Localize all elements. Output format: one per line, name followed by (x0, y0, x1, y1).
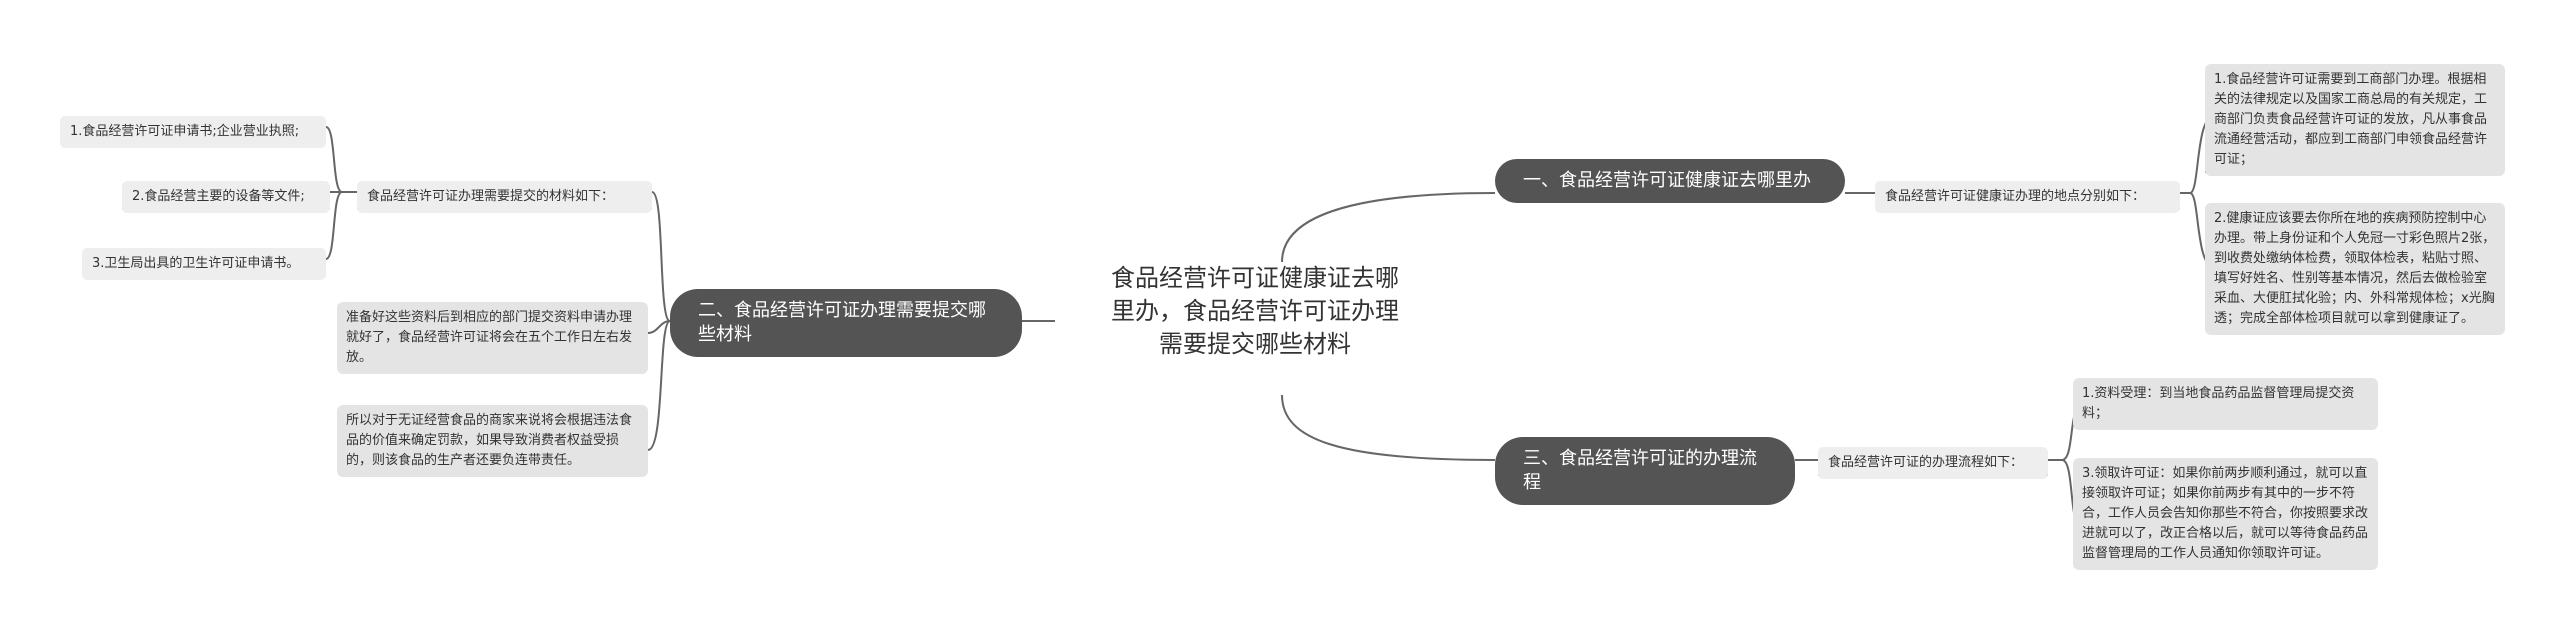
edge-branch2-note2 (647, 320, 671, 451)
edge-summary2-item1 (325, 126, 343, 193)
branch-2-node[interactable]: 二、食品经营许可证办理需要提交哪些材料 (670, 289, 1022, 357)
branch-3-item-2[interactable]: 3.领取许可证：如果你前两步顺利通过，就可以直接领取许可证；如果你前两步有其中的… (2073, 458, 2378, 570)
branch-2-item-1[interactable]: 1.食品经营许可证申请书;企业营业执照; (60, 116, 326, 148)
branch-2-note-1[interactable]: 准备好这些资料后到相应的部门提交资料申请办理就好了，食品经营许可证将会在五个工作… (337, 302, 648, 374)
branch-1-item-1[interactable]: 1.食品经营许可证需要到工商部门办理。根据相关的法律规定以及国家工商总局的有关规… (2205, 64, 2505, 176)
central-topic[interactable]: 食品经营许可证健康证去哪里办，食品经营许可证办理需要提交哪些材料 (1111, 264, 1399, 358)
branch-3-summary[interactable]: 食品经营许可证的办理流程如下： (1818, 447, 2048, 479)
branch-3-node[interactable]: 三、食品经营许可证的办理流程 (1495, 437, 1795, 505)
edge-branch2-summary (651, 191, 671, 322)
branch-2-summary[interactable]: 食品经营许可证办理需要提交的材料如下： (357, 181, 652, 213)
branch-2-item-2[interactable]: 2.食品经营主要的设备等文件; (122, 181, 330, 213)
branch-3-item-1[interactable]: 1.资料受理：到当地食品药品监督管理局提交资料； (2073, 378, 2378, 430)
edge-root-branch3 (1281, 394, 1496, 461)
branch-1-item-2[interactable]: 2.健康证应该要去你所在地的疾病预防控制中心办理。带上身份证和个人免冠一寸彩色照… (2205, 203, 2505, 335)
edge-summary2-item3 (325, 191, 343, 260)
branch-1-summary[interactable]: 食品经营许可证健康证办理的地点分别如下： (1875, 181, 2180, 213)
branch-2-item-3[interactable]: 3.卫生局出具的卫生许可证申请书。 (82, 248, 326, 280)
branch-1-node[interactable]: 一、食品经营许可证健康证去哪里办 (1495, 159, 1845, 203)
branch-2-note-2[interactable]: 所以对于无证经营食品的商家来说将会根据违法食品的价值来确定罚款，如果导致消费者权… (337, 405, 648, 477)
edge-root-branch1 (1281, 192, 1496, 263)
